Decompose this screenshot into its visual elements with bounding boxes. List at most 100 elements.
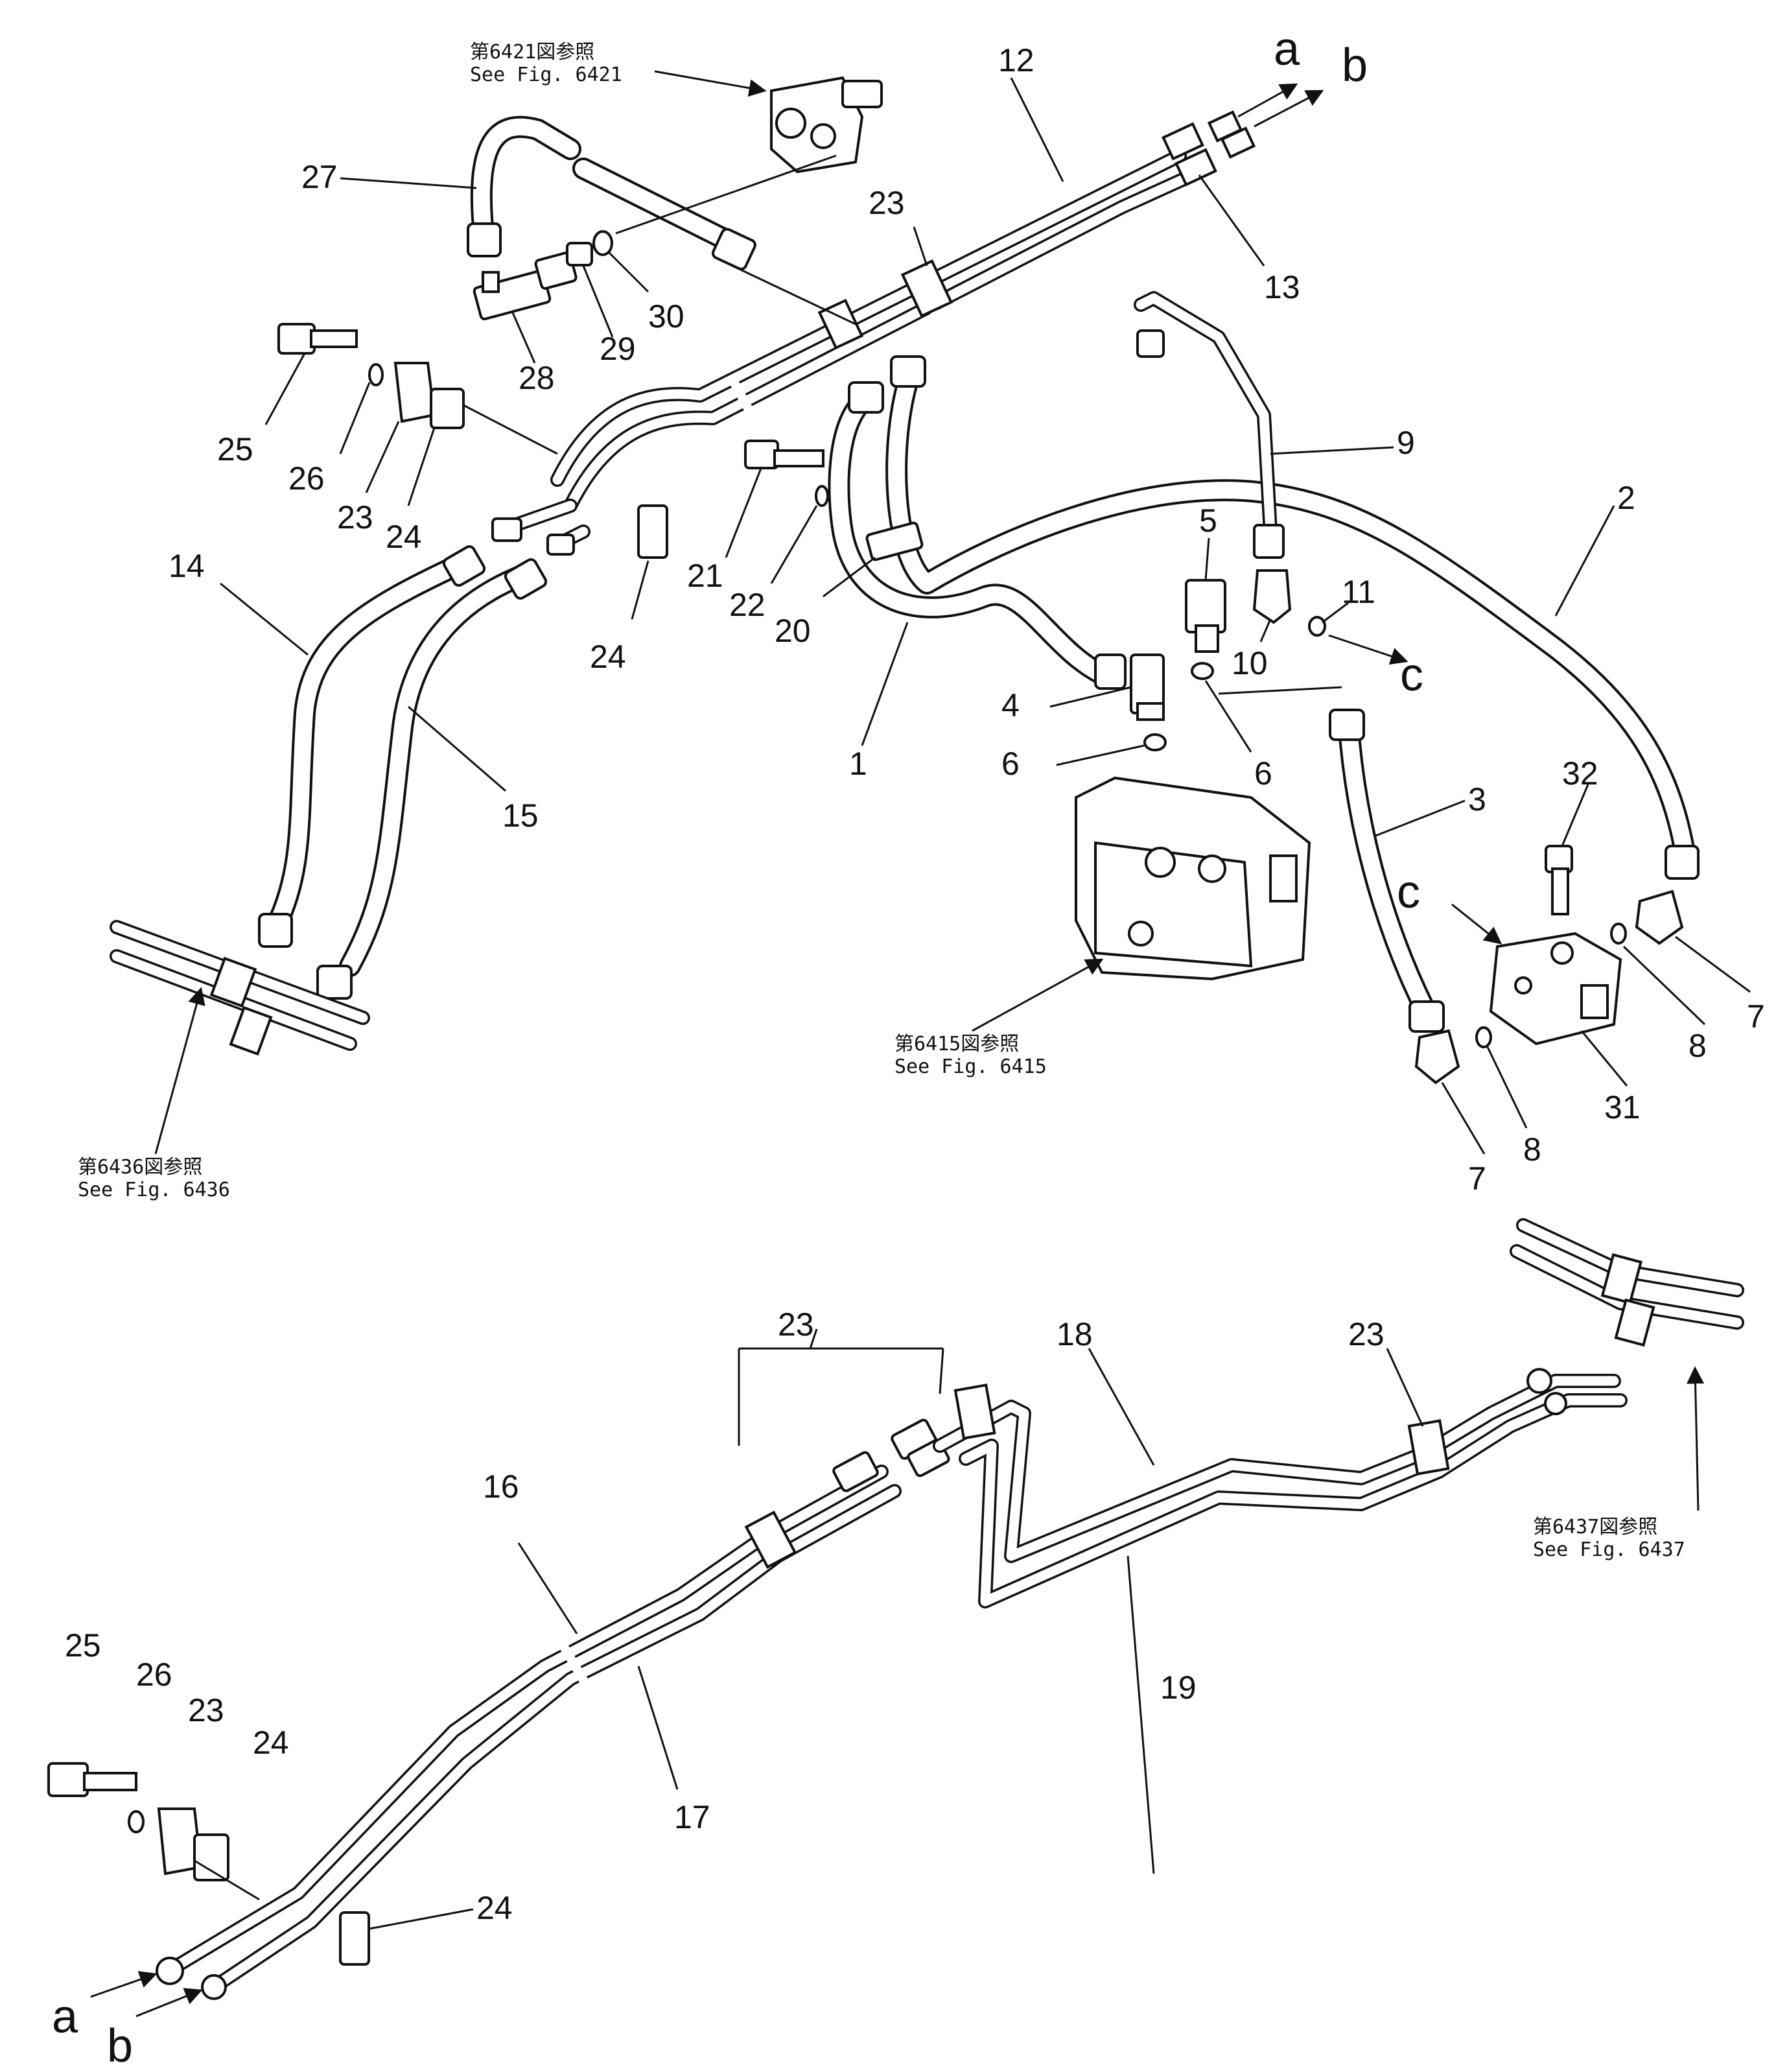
callout-16: 16 — [483, 1468, 519, 1505]
clamp-23-lower-c — [1407, 1419, 1450, 1476]
elbow-7a — [1635, 889, 1684, 945]
connector-b-top: b — [1342, 40, 1368, 91]
callout-26-lower: 26 — [136, 1656, 172, 1693]
valve-6421 — [770, 76, 883, 174]
o-ring-6b — [1191, 662, 1214, 680]
hose-3 — [1329, 709, 1445, 1033]
elbow-10 — [1252, 569, 1292, 624]
bolt-25-lower — [47, 1762, 137, 1797]
connector-c-out: c — [1400, 649, 1423, 701]
clamp-24-lower-left — [193, 1833, 229, 1881]
callout-1: 1 — [849, 746, 867, 782]
callout-9: 9 — [1397, 425, 1415, 461]
callout-6a: 6 — [1001, 746, 1020, 782]
o-ring-6a — [1143, 733, 1167, 751]
callout-28: 28 — [519, 360, 555, 396]
callout-17: 17 — [674, 1799, 710, 1835]
callout-8a: 8 — [1688, 1028, 1707, 1064]
callout-10: 10 — [1232, 645, 1268, 681]
callout-6b: 6 — [1254, 755, 1272, 792]
callout-21: 21 — [687, 558, 723, 594]
tube-fittings-lower — [832, 1419, 950, 1492]
fitting-5 — [1185, 579, 1226, 653]
clamp-23-lower-b — [953, 1383, 996, 1440]
callout-24-lower-left: 24 — [253, 1725, 289, 1761]
callout-30: 30 — [648, 298, 684, 335]
ref-6421: 第6421図参照 See Fig. 6421 — [470, 41, 622, 86]
callout-15: 15 — [502, 797, 539, 834]
bolt-32 — [1545, 845, 1573, 915]
svg-text:第6436図参照: 第6436図参照 — [78, 1156, 202, 1179]
callout-23-lower-left: 23 — [188, 1692, 224, 1728]
clamp-24-lower — [339, 1911, 370, 1966]
fitting-4 — [1130, 653, 1165, 721]
hose-14 — [258, 545, 486, 948]
callout-20: 20 — [775, 613, 811, 649]
hose-15 — [316, 558, 548, 1000]
callout-24-upper-left: 24 — [386, 519, 422, 555]
hose-27 — [467, 115, 756, 270]
washer-22 — [815, 485, 829, 507]
bolt-21 — [744, 440, 824, 469]
callout-18: 18 — [1057, 1316, 1093, 1352]
callout-7b: 7 — [1468, 1160, 1486, 1197]
fitting-28 — [473, 251, 578, 321]
callout-5: 5 — [1199, 502, 1217, 539]
clamp-24-center — [637, 504, 668, 559]
callout-8b: 8 — [1523, 1131, 1541, 1168]
clamp-23-upper-left — [393, 362, 436, 423]
tube-to-hoses — [491, 499, 590, 556]
o-ring-8a — [1610, 923, 1627, 945]
ref-6415: 第6415図参照 See Fig. 6415 — [894, 1033, 1047, 1078]
callout-7a: 7 — [1747, 998, 1765, 1035]
washer-26-upper — [368, 363, 384, 386]
callout-32: 32 — [1562, 755, 1598, 792]
o-ring-8b — [1475, 1026, 1492, 1048]
svg-text:See Fig. 6415: See Fig. 6415 — [894, 1055, 1047, 1078]
tubes-6436 — [110, 920, 370, 1056]
connector-c-in: c — [1397, 866, 1420, 918]
callout-12: 12 — [998, 42, 1034, 78]
svg-text:See Fig. 6421: See Fig. 6421 — [470, 64, 622, 86]
callout-19: 19 — [1160, 1669, 1197, 1706]
o-ring-11 — [1308, 616, 1326, 637]
tube-9 — [1134, 291, 1285, 559]
callout-25-upper: 25 — [217, 431, 253, 467]
ref-6436: 第6436図参照 See Fig. 6436 — [78, 1156, 230, 1201]
callout-4: 4 — [1001, 687, 1020, 724]
callout-13: 13 — [1264, 269, 1300, 305]
hose-20 — [885, 355, 1700, 880]
elbow-7b — [1414, 1029, 1460, 1085]
callout-22: 22 — [729, 587, 765, 623]
tubes-18-19 — [933, 1374, 1628, 1608]
svg-text:See Fig. 6437: See Fig. 6437 — [1533, 1538, 1685, 1561]
connector-a-bottom: a — [52, 1991, 78, 2043]
hose-bracket — [865, 521, 924, 561]
clamp-23-lower-a — [744, 1511, 797, 1569]
callout-2: 2 — [1617, 480, 1635, 516]
plug-29 — [566, 242, 593, 266]
hose-1 — [828, 381, 1127, 690]
o-ring-30 — [592, 230, 613, 256]
connector-b-bottom: b — [107, 2020, 133, 2072]
svg-text:第6437図参照: 第6437図参照 — [1533, 1516, 1657, 1538]
clamp-24-upper-left — [430, 388, 465, 429]
callout-23-upper-left: 23 — [337, 499, 373, 536]
callout-11: 11 — [1342, 574, 1375, 610]
control-valve-6415 — [1075, 776, 1311, 981]
callout-26-upper: 26 — [288, 460, 325, 497]
callout-31: 31 — [1604, 1089, 1641, 1125]
callout-27: 27 — [301, 159, 338, 195]
washer-26-lower — [128, 1810, 145, 1833]
callout-23-lower-c: 23 — [1348, 1316, 1385, 1352]
callout-numbers: 12 27 23 13 30 29 28 25 26 23 24 9 5 2 1… — [65, 42, 1765, 1926]
svg-text:第6421図参照: 第6421図参照 — [470, 41, 594, 64]
callout-25-lower: 25 — [65, 1627, 101, 1664]
svg-text:第6415図参照: 第6415図参照 — [894, 1033, 1019, 1055]
connector-a-top: a — [1274, 23, 1300, 75]
svg-text:See Fig. 6436: See Fig. 6436 — [78, 1179, 230, 1201]
block-31 — [1489, 932, 1622, 1046]
leader-lines — [90, 70, 1751, 2018]
